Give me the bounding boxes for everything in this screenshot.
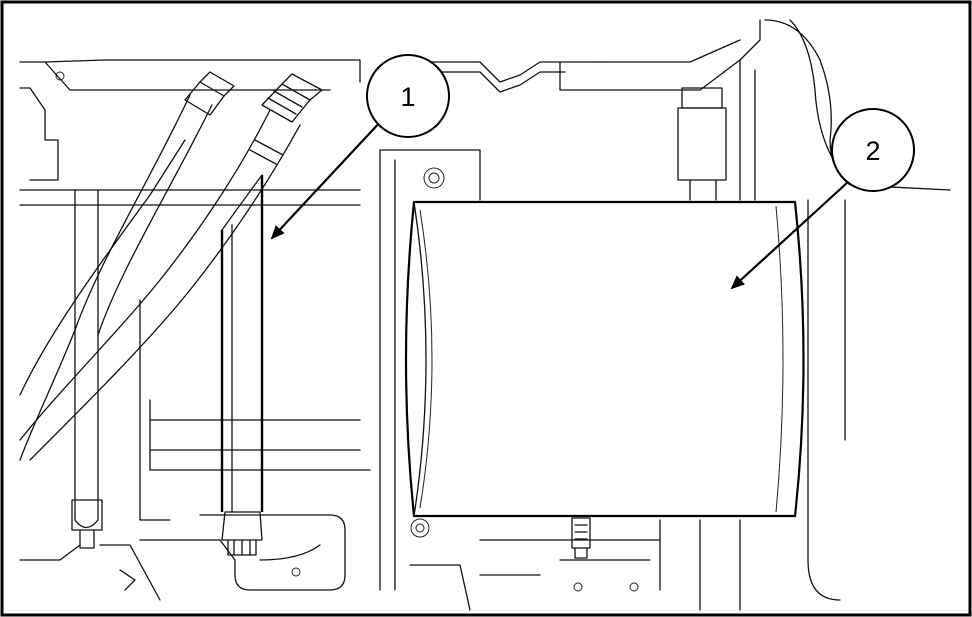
filter-canister	[404, 200, 805, 518]
callout-2-label: 2	[865, 136, 880, 166]
background-machinery	[19, 19, 951, 611]
fuel-line	[220, 174, 264, 556]
callout-2: 2	[730, 108, 915, 290]
callout-1-label: 1	[400, 82, 415, 112]
callout-1: 1	[270, 54, 450, 240]
callout-2-leader	[730, 181, 849, 290]
callout-1-circle	[366, 54, 450, 138]
callout-2-circle	[831, 108, 915, 192]
callout-1-leader	[270, 119, 383, 240]
hoses	[19, 71, 323, 461]
